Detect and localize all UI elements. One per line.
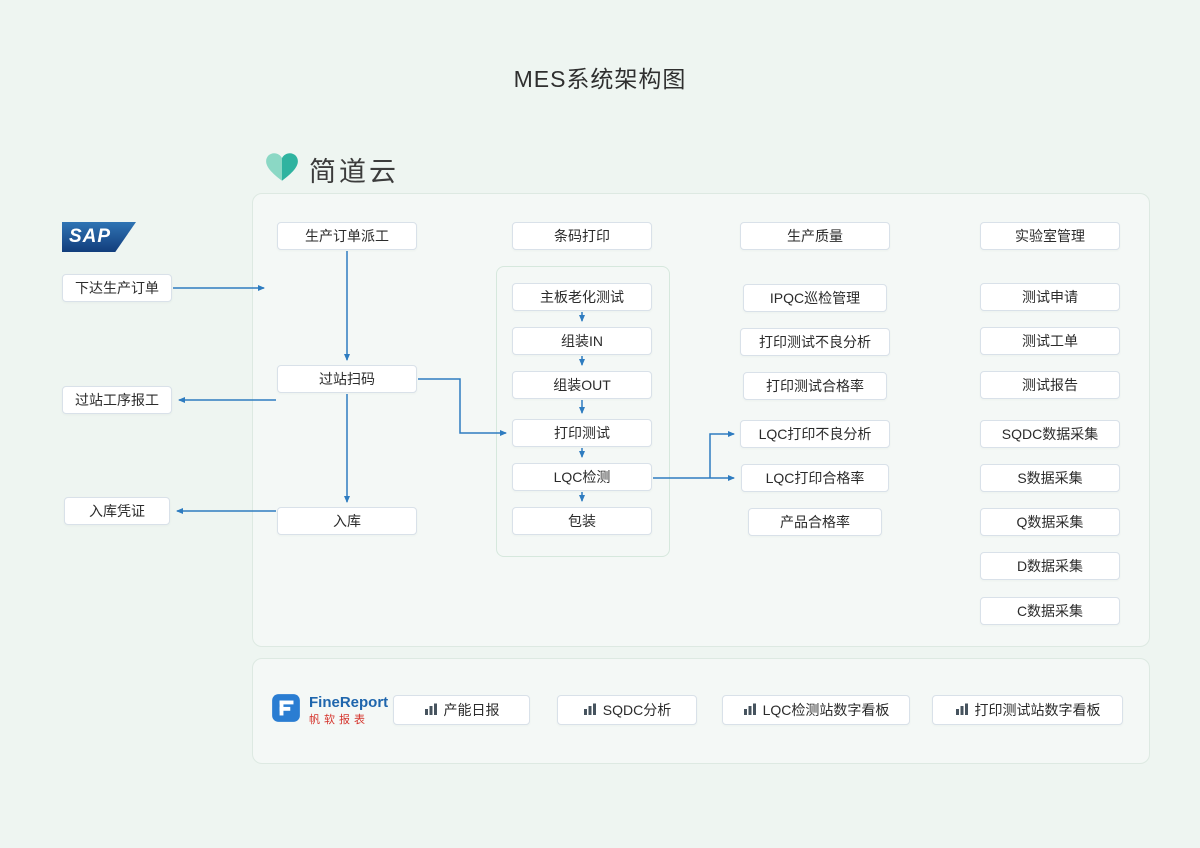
node-lqc-inspection: LQC检测 xyxy=(512,463,652,491)
report-label: SQDC分析 xyxy=(602,702,672,718)
jiandaoyun-logo-text: 简道云 xyxy=(309,157,399,187)
node-print-test-pass-rate: 打印测试合格率 xyxy=(743,372,887,400)
node-test-request: 测试申请 xyxy=(980,283,1120,311)
node-production-quality: 生产质量 xyxy=(740,222,890,250)
finereport-icon xyxy=(270,692,302,729)
jiandaoyun-heart-icon xyxy=(264,151,300,188)
node-assembly-out: 组装OUT xyxy=(512,371,652,399)
finereport-logo: FineReport 帆软报表 xyxy=(270,692,388,729)
node-lqc-print-pass-rate: LQC打印合格率 xyxy=(741,464,889,492)
jiandaoyun-logo: 简道云 xyxy=(264,150,399,189)
node-production-order-dispatch: 生产订单派工 xyxy=(277,222,417,250)
node-c-data-collect: C数据采集 xyxy=(980,597,1120,625)
finereport-logo-text: FineReport xyxy=(309,694,389,712)
node-product-pass-rate: 产品合格率 xyxy=(748,508,882,536)
node-station-process-report: 过站工序报工 xyxy=(62,386,172,414)
bar-chart-icon xyxy=(743,702,757,719)
report-label: 产能日报 xyxy=(443,702,500,718)
node-sqdc-data-collect: SQDC数据采集 xyxy=(980,420,1120,448)
node-d-data-collect: D数据采集 xyxy=(980,552,1120,580)
sap-logo: SAP xyxy=(62,222,136,252)
node-warehouse-receipt: 入库凭证 xyxy=(64,497,170,525)
node-release-production-order: 下达生产订单 xyxy=(62,274,172,302)
node-q-data-collect: Q数据采集 xyxy=(980,508,1120,536)
node-barcode-print: 条码打印 xyxy=(512,222,652,250)
report-label: 打印测试站数字看板 xyxy=(974,702,1101,718)
sap-logo-text: SAP xyxy=(69,226,112,247)
node-ipqc-inspection: IPQC巡检管理 xyxy=(743,284,887,312)
node-print-test: 打印测试 xyxy=(512,419,652,447)
bar-chart-icon xyxy=(424,702,438,719)
report-lqc-station-dashboard: LQC检测站数字看板 xyxy=(722,695,910,725)
node-s-data-collect: S数据采集 xyxy=(980,464,1120,492)
node-lqc-print-defect-analysis: LQC打印不良分析 xyxy=(740,420,890,448)
node-burn-in-test: 主板老化测试 xyxy=(512,283,652,311)
node-station-scan: 过站扫码 xyxy=(277,365,417,393)
node-lab-management: 实验室管理 xyxy=(980,222,1120,250)
node-assembly-in: 组装IN xyxy=(512,327,652,355)
bar-chart-icon xyxy=(955,702,969,719)
node-test-order: 测试工单 xyxy=(980,327,1120,355)
finereport-logo-subtext: 帆软报表 xyxy=(309,713,369,726)
page-title: MES系统架构图 xyxy=(513,66,687,92)
bar-chart-icon xyxy=(583,702,597,719)
report-capacity-daily: 产能日报 xyxy=(393,695,530,725)
node-test-report: 测试报告 xyxy=(980,371,1120,399)
report-sqdc-analysis: SQDC分析 xyxy=(557,695,697,725)
node-print-test-defect-analysis: 打印测试不良分析 xyxy=(740,328,890,356)
node-packaging: 包装 xyxy=(512,507,652,535)
node-inbound: 入库 xyxy=(277,507,417,535)
report-print-test-station-dashboard: 打印测试站数字看板 xyxy=(932,695,1123,725)
report-label: LQC检测站数字看板 xyxy=(762,702,890,718)
